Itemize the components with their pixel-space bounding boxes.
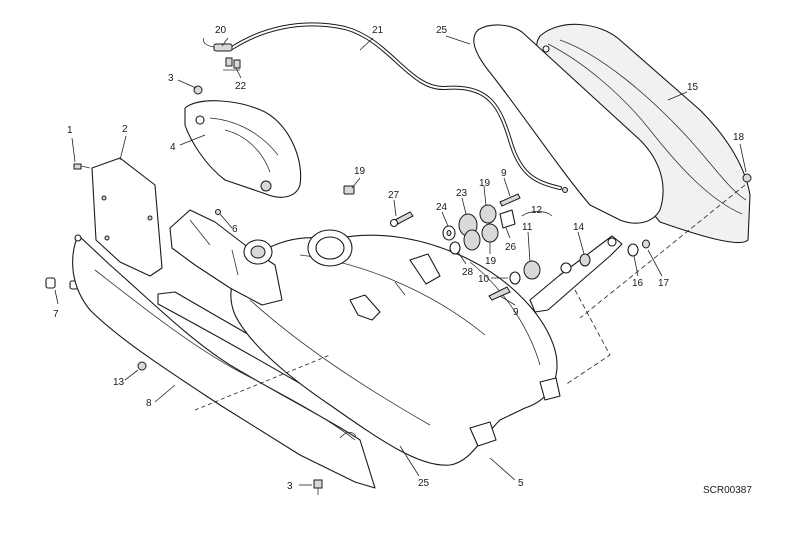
leader-lines [54,35,747,486]
callout-5: 5 [518,478,524,489]
part-17-nut[interactable] [642,239,650,249]
part-1-screw[interactable] [73,163,91,170]
callout-28: 28 [462,267,474,278]
part-11-rubber-grommet[interactable] [523,260,541,280]
callout-8: 8 [146,398,152,409]
callout-21: 21 [372,25,384,36]
part-25-heat-shield-top[interactable] [473,24,664,224]
part-19-clip[interactable] [343,185,355,195]
part-26-spacer[interactable] [499,209,516,229]
callout-4: 4 [170,142,176,153]
callout-9-lower: 9 [513,307,519,318]
part-19-gear-lower[interactable] [481,223,499,243]
part-22-connector-clip[interactable] [223,57,241,71]
callout-6: 6 [232,224,238,235]
callout-19-clip: 19 [354,166,366,177]
part-9-screw-lower[interactable] [488,286,511,301]
callout-9-upper: 9 [501,168,507,179]
part-4-upper-guard[interactable] [184,100,302,198]
alignment-line-12 [564,289,611,386]
part-28-washer[interactable] [449,241,461,255]
part-27-bolt[interactable] [389,211,414,228]
part-6-clamp-joint[interactable] [169,209,283,306]
callout-24: 24 [436,202,448,213]
callout-13: 13 [113,377,125,388]
callout-26: 26 [505,242,517,253]
alignment-line-15 [579,184,746,319]
callout-12: 12 [531,205,543,216]
part-9-screw-upper[interactable] [499,193,521,207]
part-2-plate[interactable] [91,157,163,277]
callout-15: 15 [687,82,699,93]
part-3-screw-bottom[interactable] [313,479,323,495]
callout-7: 7 [53,309,59,320]
part-3-screw-top[interactable] [193,85,203,95]
part-12-bracket[interactable] [529,235,623,313]
callout-25-bottom: 25 [418,478,430,489]
callout-18: 18 [733,132,745,143]
part-7-plug[interactable] [45,277,79,290]
callout-19-gear-lower: 19 [485,256,497,267]
part-19-gear-upper[interactable] [479,204,497,224]
callout-23: 23 [456,188,468,199]
diagram-reference-code: SCR00387 [703,485,752,496]
callout-11: 11 [522,222,533,233]
callout-20: 20 [215,25,227,36]
callout-1: 1 [67,125,73,136]
part-18-nut[interactable] [742,173,752,183]
callout-labels: 1 2 3 4 6 7 8 13 3 25 5 20 22 21 25 15 1… [53,25,752,496]
callout-25-top: 25 [436,25,448,36]
callout-27: 27 [388,190,400,201]
callout-2: 2 [122,124,128,135]
callout-17: 17 [658,278,670,289]
part-13-nut[interactable] [137,361,147,371]
part-14-bushing[interactable] [579,253,591,267]
part-24-washer[interactable] [442,225,456,241]
callout-16: 16 [632,278,644,289]
callout-10: 10 [478,274,490,285]
part-8-lower-guard[interactable] [72,234,376,489]
callout-22: 22 [235,81,247,92]
part-20-cable-connector[interactable] [203,37,233,52]
callout-3-top: 3 [168,73,174,84]
part-5-silencer-body[interactable] [230,229,561,466]
callout-3-bottom: 3 [287,481,293,492]
part-23-gear[interactable] [458,213,481,251]
part-10-washer[interactable] [509,271,521,285]
part-21-cable[interactable] [230,22,568,193]
part-16-washer[interactable] [627,243,639,257]
callout-14: 14 [573,222,585,233]
callout-19-gear-upper: 19 [479,178,491,189]
